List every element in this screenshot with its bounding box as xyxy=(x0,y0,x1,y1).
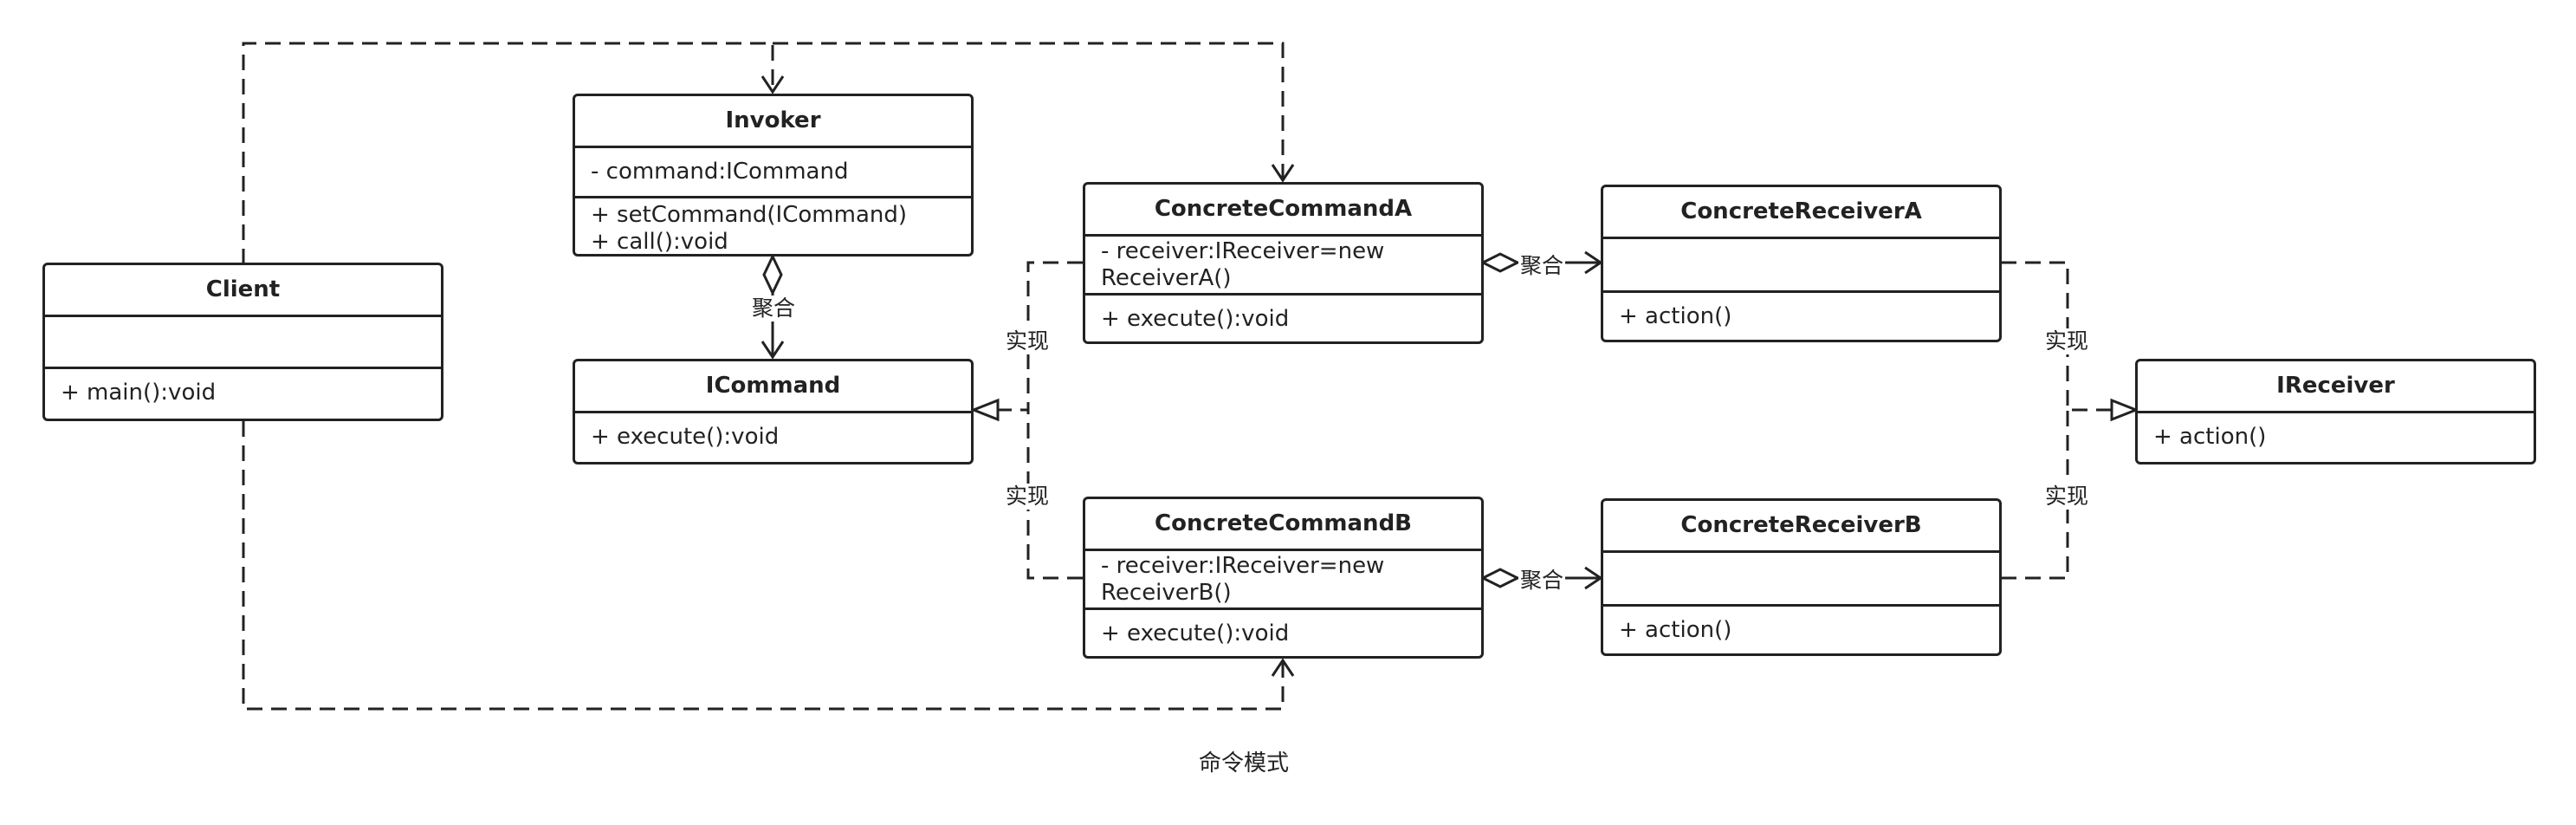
class-client-title: Client xyxy=(45,265,441,317)
class-ireceiver-title: IReceiver xyxy=(2138,361,2534,413)
icommand-realization-arrowhead xyxy=(969,398,1000,422)
class-concrete-command-b-attr-line2: ReceiverB() xyxy=(1101,580,1232,606)
class-invoker-method-set-command: + setCommand(ICommand) xyxy=(591,202,908,228)
class-concrete-command-b[interactable]: ConcreteCommandB - receiver:IReceiver=ne… xyxy=(1083,497,1484,659)
label-command-b-realization: 实现 xyxy=(1004,484,1052,510)
class-invoker-methods: + setCommand(ICommand) + call():void xyxy=(575,198,971,255)
class-concrete-command-a[interactable]: ConcreteCommandA - receiver:IReceiver=ne… xyxy=(1083,182,1484,344)
class-icommand[interactable]: ICommand + execute():void xyxy=(573,359,974,464)
class-concrete-command-a-attr-line1: - receiver:IReceiver=new xyxy=(1101,238,1385,264)
class-concrete-receiver-a-attributes xyxy=(1603,239,1999,293)
class-icommand-methods: + execute():void xyxy=(591,424,780,450)
receiver-a-realization xyxy=(2001,261,2113,412)
command-b-aggregation-diamond xyxy=(1479,568,1521,588)
class-invoker[interactable]: Invoker - command:ICommand + setCommand(… xyxy=(573,94,974,257)
class-concrete-command-a-title: ConcreteCommandA xyxy=(1085,185,1481,237)
class-concrete-receiver-b-methods: + action() xyxy=(1619,617,1732,643)
class-concrete-command-a-methods: + execute():void xyxy=(1101,306,1290,332)
ireceiver-realization-arrowhead xyxy=(2110,398,2140,422)
client-command-a-dependency xyxy=(773,42,1285,180)
client-invoker-dependency xyxy=(242,42,774,264)
class-concrete-receiver-a[interactable]: ConcreteReceiverA + action() xyxy=(1601,185,2002,342)
class-concrete-command-b-attributes: - receiver:IReceiver=new ReceiverB() xyxy=(1085,551,1481,610)
invoker-icommand-arrowhead xyxy=(761,341,785,360)
class-invoker-attributes: - command:ICommand xyxy=(575,148,971,198)
client-command-b-arrowhead xyxy=(1271,658,1295,677)
client-command-b-dependency xyxy=(242,421,1285,711)
label-receiver-b-realization: 实现 xyxy=(2043,484,2091,510)
class-ireceiver[interactable]: IReceiver + action() xyxy=(2135,359,2536,464)
class-client-methods: + main():void xyxy=(61,380,217,406)
class-concrete-command-b-methods: + execute():void xyxy=(1101,620,1290,646)
class-icommand-title: ICommand xyxy=(575,361,971,413)
label-invoker-icommand-aggregation: 聚合 xyxy=(750,296,798,322)
class-client[interactable]: Client + main():void xyxy=(42,263,443,421)
class-concrete-receiver-b-attributes xyxy=(1603,553,1999,607)
diagram-caption: 命令模式 xyxy=(1199,750,1290,776)
class-invoker-title: Invoker xyxy=(575,96,971,148)
command-b-realization xyxy=(1026,410,1083,580)
class-concrete-receiver-a-title: ConcreteReceiverA xyxy=(1603,187,1999,239)
class-concrete-receiver-a-methods: + action() xyxy=(1619,303,1732,329)
class-concrete-command-a-attr-line2: ReceiverA() xyxy=(1101,265,1232,291)
class-concrete-command-a-attributes: - receiver:IReceiver=new ReceiverA() xyxy=(1085,237,1481,296)
invoker-aggregation-diamond xyxy=(762,253,783,296)
class-invoker-method-call: + call():void xyxy=(591,229,728,255)
class-concrete-receiver-b-title: ConcreteReceiverB xyxy=(1603,501,1999,553)
class-concrete-receiver-b[interactable]: ConcreteReceiverB + action() xyxy=(1601,498,2002,656)
class-concrete-command-b-title: ConcreteCommandB xyxy=(1085,499,1481,551)
label-receiver-a-realization: 实现 xyxy=(2043,328,2091,354)
class-concrete-command-b-attr-line1: - receiver:IReceiver=new xyxy=(1101,553,1385,579)
label-command-b-receiver-b-aggregation: 聚合 xyxy=(1518,568,1566,594)
client-command-a-arrowhead xyxy=(1271,164,1295,183)
label-command-a-realization: 实现 xyxy=(1004,328,1052,354)
label-command-a-receiver-a-aggregation: 聚合 xyxy=(1518,253,1566,279)
class-ireceiver-methods: + action() xyxy=(2153,424,2267,450)
receiver-b-realization xyxy=(2001,410,2069,580)
class-client-attributes xyxy=(45,317,441,369)
client-invoker-arrowhead xyxy=(761,75,785,94)
command-a-aggregation-diamond xyxy=(1479,252,1521,273)
